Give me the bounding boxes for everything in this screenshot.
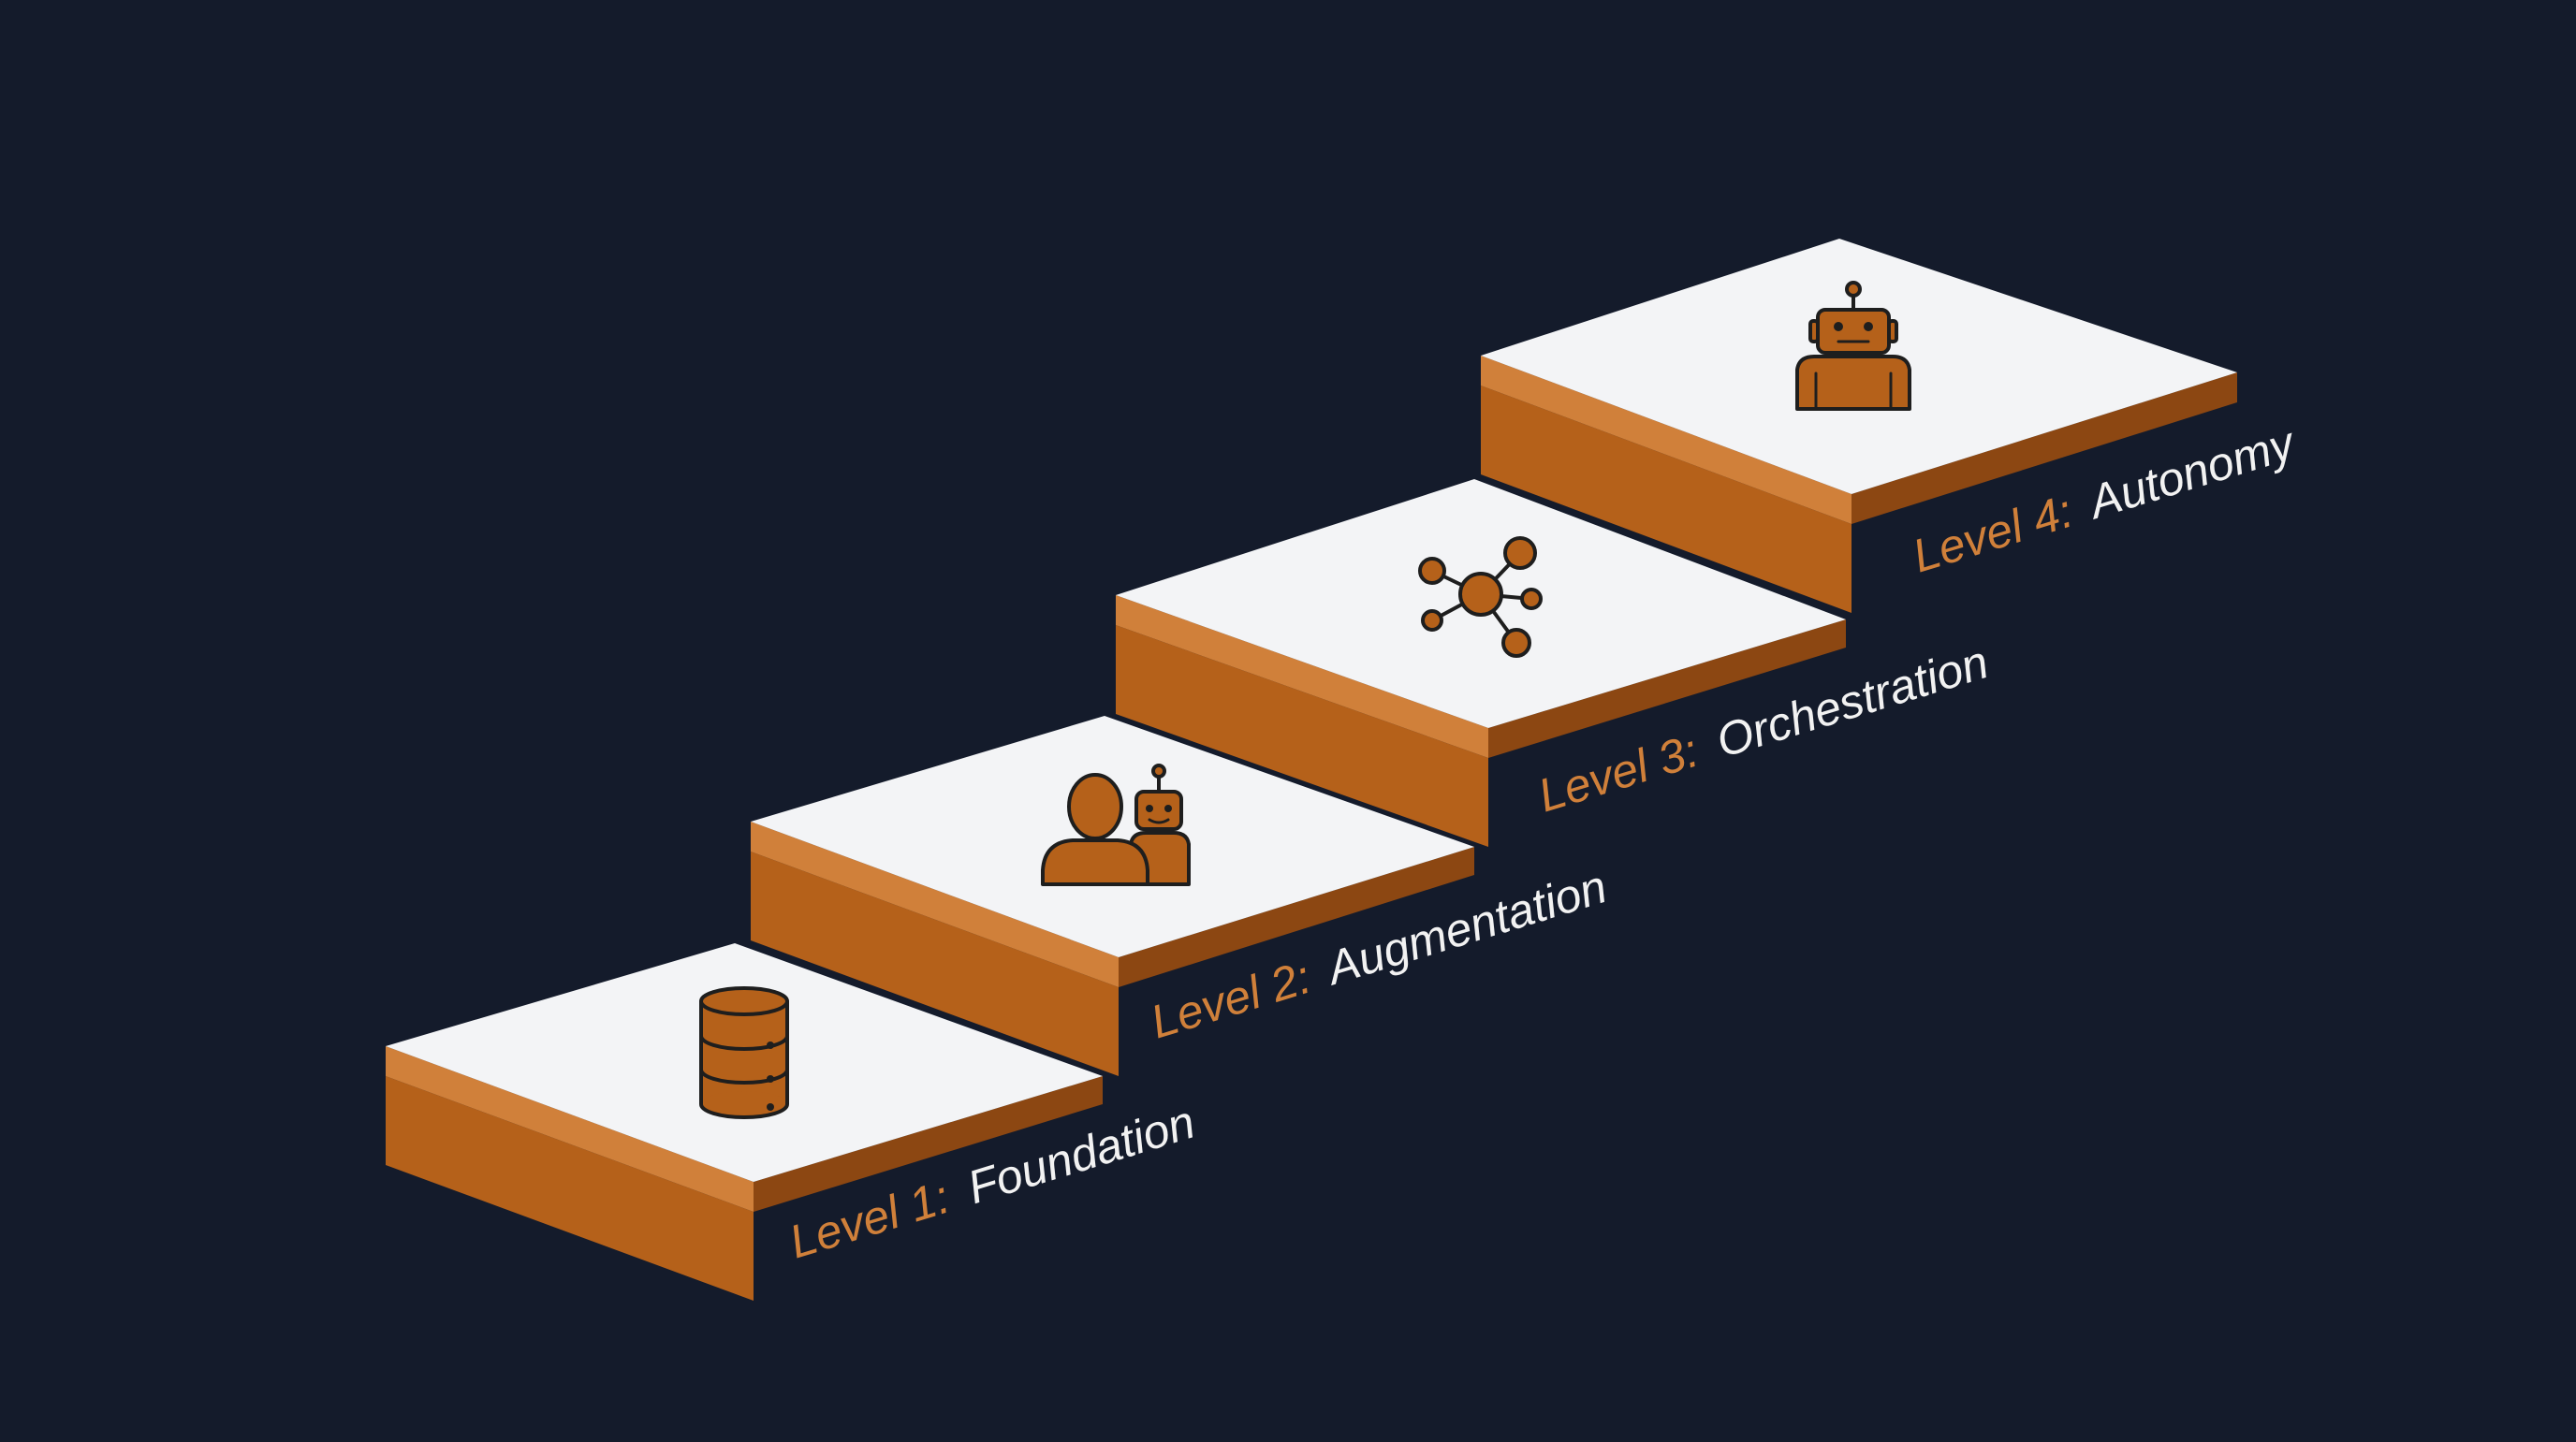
step-1-riser (386, 1076, 754, 1301)
step-3-lip (1116, 595, 1488, 758)
step-4-lip-side (1852, 372, 2237, 524)
step-2-lip (751, 822, 1119, 987)
step-1-lip (386, 1046, 754, 1212)
step-4-riser (1481, 386, 1852, 613)
human-robot-icon (1041, 764, 1191, 886)
step-4 (1481, 239, 2237, 613)
step-1-lip-side (754, 1076, 1103, 1212)
network-hub-icon (1418, 536, 1543, 658)
database-icon (699, 986, 789, 1119)
step-3-riser (1116, 625, 1488, 847)
step-3-label-prefix: Level 3: (1532, 724, 1705, 823)
step-2-lip-side (1119, 847, 1474, 987)
step-4-lip (1481, 356, 1852, 524)
step-2 (751, 716, 1474, 1076)
step-2-tread (751, 716, 1474, 957)
step-2-riser (751, 852, 1119, 1076)
robot-icon (1795, 281, 1911, 411)
step-4-label-prefix: Level 4: (1907, 485, 2079, 583)
step-3-lip-side (1488, 619, 1846, 758)
